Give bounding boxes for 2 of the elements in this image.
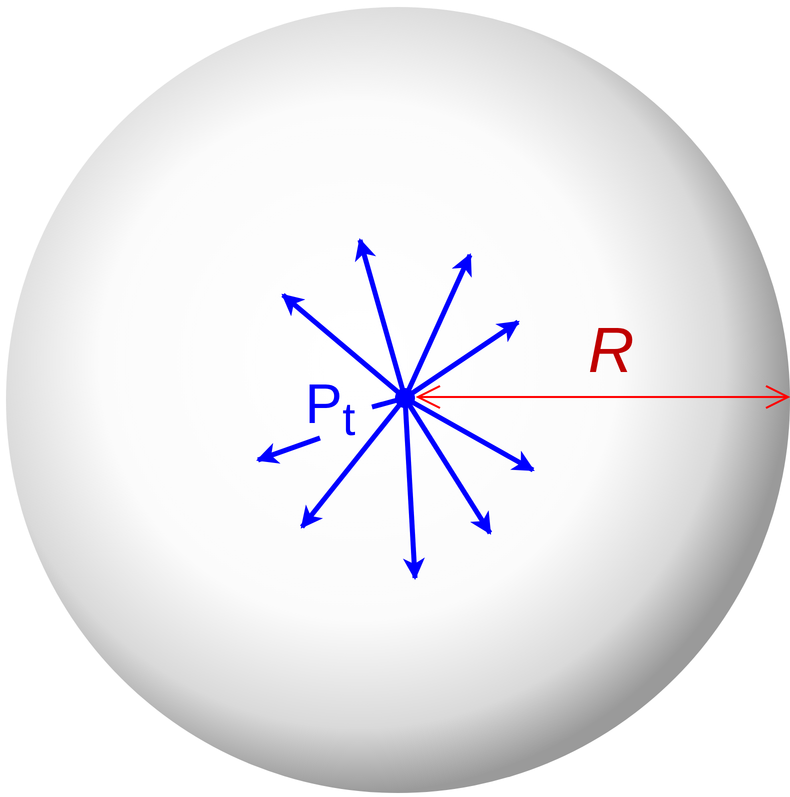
radius-label: R <box>588 318 634 382</box>
power-label: P$_{t}$ <box>305 376 356 443</box>
